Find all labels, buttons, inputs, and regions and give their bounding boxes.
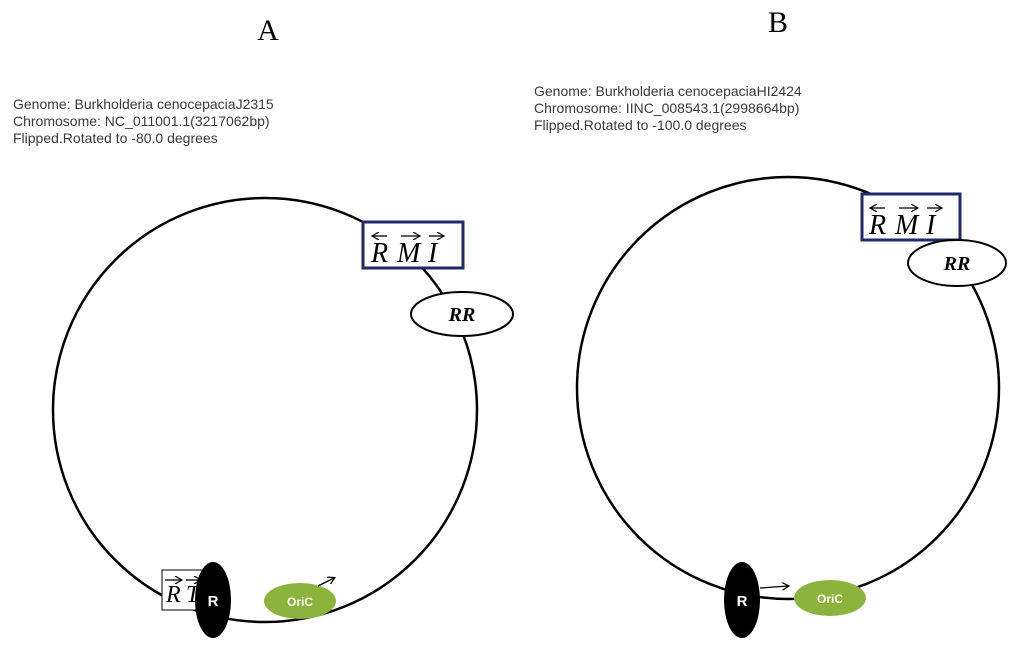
panel-b-rmi-box: R M I <box>860 192 962 242</box>
panel-b-oric-ellipse <box>794 580 866 616</box>
panel-b-label: B <box>768 6 788 39</box>
panel-a-rt-letter-r: R <box>165 582 181 608</box>
panel-b-chromosome-circle <box>575 175 1001 601</box>
panel-a-genome-text: Genome: Burkholderia cenocepaciaJ2315 <box>13 96 274 112</box>
panel-b-r-label: R <box>737 593 748 610</box>
panel-a-label: A <box>257 14 279 47</box>
panel-b-chromosome-text: Chromosome: IINC_008543.1(2998664bp) <box>534 100 799 116</box>
panel-b-rotation-text: Flipped.Rotated to -100.0 degrees <box>534 117 746 133</box>
panel-a-rr-node: RR <box>410 291 514 337</box>
panel-b: B Genome: Burkholderia cenocepaciaHI2424… <box>534 6 1007 638</box>
panel-b-rr-node: RR <box>907 239 1007 287</box>
panel-a-rmi-box: R M I <box>361 220 465 270</box>
panel-a-rmi-letter-i: I <box>427 238 439 269</box>
panel-a-oric-label: OriC <box>287 595 313 609</box>
panel-b-rr-ellipse <box>907 239 1007 287</box>
panel-b-r-node: R <box>724 562 788 638</box>
panel-b-r-ellipse <box>724 562 760 638</box>
panel-b-rr-label: RR <box>943 253 971 275</box>
panel-a-chromosome-text: Chromosome: NC_011001.1(3217062bp) <box>13 113 270 129</box>
panel-a-r-node: R <box>195 562 231 638</box>
panel-b-genome-text: Genome: Burkholderia cenocepaciaHI2424 <box>534 83 802 99</box>
panel-a-rr-ellipse <box>410 291 514 337</box>
panel-b-oric-node: OriC <box>794 580 866 616</box>
panel-a-rotation-text: Flipped.Rotated to -80.0 degrees <box>13 130 218 146</box>
panel-a-rr-label: RR <box>448 304 476 326</box>
panel-a-r-ellipse <box>195 562 231 638</box>
panel-b-rmi-letter-i: I <box>925 210 937 241</box>
panel-a-oric-ellipse <box>264 583 336 619</box>
panel-a-r-label: R <box>208 593 219 610</box>
panel-a-chromosome-circle <box>51 196 479 624</box>
panel-a-rmi-box-frame <box>361 220 465 270</box>
panel-b-oric-label: OriC <box>817 592 843 606</box>
panel-a-oric-node: OriC <box>264 578 336 619</box>
panel-a-rmi-letter-m: M <box>396 238 422 269</box>
panel-a: A Genome: Burkholderia cenocepaciaJ2315 … <box>13 14 514 638</box>
panel-b-r-arrow <box>759 586 788 588</box>
panel-b-rmi-letter-m: M <box>894 210 920 241</box>
panel-b-rmi-box-frame <box>860 192 962 242</box>
panel-b-rmi-letter-r: R <box>868 210 886 241</box>
panel-a-oric-arrow <box>317 578 334 587</box>
panel-a-rmi-letter-r: R <box>370 238 388 269</box>
